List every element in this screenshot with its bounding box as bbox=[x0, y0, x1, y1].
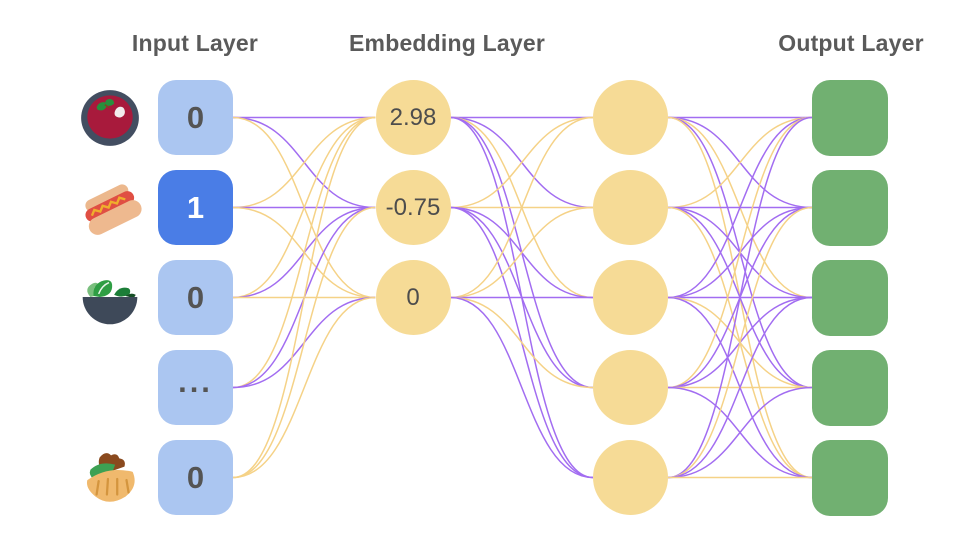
edge-embedding-hidden-3-5 bbox=[450, 296, 594, 479]
edge-hidden-output-5-3 bbox=[667, 296, 813, 479]
input-node-5: 0 bbox=[158, 440, 233, 515]
edge-input-embedding-4-1 bbox=[232, 116, 376, 389]
edge-input-embedding-3-1 bbox=[232, 116, 376, 299]
edge-input-embedding-5-1 bbox=[232, 116, 376, 479]
hidden-node-1 bbox=[593, 80, 668, 155]
edge-embedding-hidden-3-4 bbox=[450, 296, 594, 389]
output-node-2 bbox=[812, 169, 888, 246]
input-node-1: 0 bbox=[158, 80, 233, 155]
output-node-3 bbox=[812, 259, 888, 336]
hidden-node-5 bbox=[593, 440, 668, 515]
input-layer-title: Input Layer bbox=[131, 30, 259, 56]
input-node-3: 0 bbox=[158, 260, 233, 335]
hot-dog-icon bbox=[77, 175, 143, 241]
output-node-4 bbox=[812, 349, 888, 426]
edge-hidden-output-4-1 bbox=[667, 116, 813, 389]
embedding-layer-title: Embedding Layer bbox=[349, 30, 545, 56]
input-node-value: ... bbox=[178, 363, 213, 399]
output-node-5 bbox=[812, 439, 888, 516]
edge-hidden-output-5-4 bbox=[667, 386, 813, 479]
embedding-node-1: 2.98 bbox=[375, 80, 451, 155]
edge-embedding-hidden-3-2 bbox=[450, 206, 594, 299]
input-node-value: 1 bbox=[186, 189, 205, 225]
output-layer-title: Output Layer bbox=[778, 30, 924, 56]
edge-input-embedding-2-1 bbox=[232, 116, 376, 209]
embedding-node-value: 2.98 bbox=[389, 103, 437, 131]
hidden-node-3 bbox=[593, 260, 668, 335]
embedding-node-2: -0.75 bbox=[375, 170, 451, 245]
borscht-bowl-icon bbox=[77, 85, 143, 151]
input-node-4: ... bbox=[158, 350, 233, 425]
edge-input-embedding-5-3 bbox=[232, 296, 376, 479]
output-node-1 bbox=[812, 79, 888, 156]
input-node-2: 1 bbox=[158, 170, 233, 245]
input-node-value: 0 bbox=[186, 459, 205, 495]
embedding-node-3: 0 bbox=[375, 260, 451, 335]
edge-hidden-output-5-2 bbox=[667, 206, 813, 479]
edge-hidden-output-2-1 bbox=[667, 116, 813, 209]
edge-input-embedding-5-2 bbox=[232, 206, 376, 479]
salad-bowl-icon bbox=[77, 265, 143, 331]
input-node-value: 0 bbox=[186, 279, 205, 315]
input-node-value: 0 bbox=[186, 99, 205, 135]
edge-hidden-output-5-1 bbox=[667, 116, 813, 479]
edge-embedding-hidden-2-1 bbox=[450, 116, 594, 209]
embedding-node-value: -0.75 bbox=[385, 193, 441, 221]
edge-hidden-output-3-1 bbox=[667, 116, 813, 299]
embedding-node-value: 0 bbox=[406, 283, 420, 311]
edge-embedding-hidden-3-1 bbox=[450, 116, 594, 299]
hidden-node-2 bbox=[593, 170, 668, 245]
hidden-node-4 bbox=[593, 350, 668, 425]
stuffed-flatbread-icon bbox=[77, 445, 143, 511]
